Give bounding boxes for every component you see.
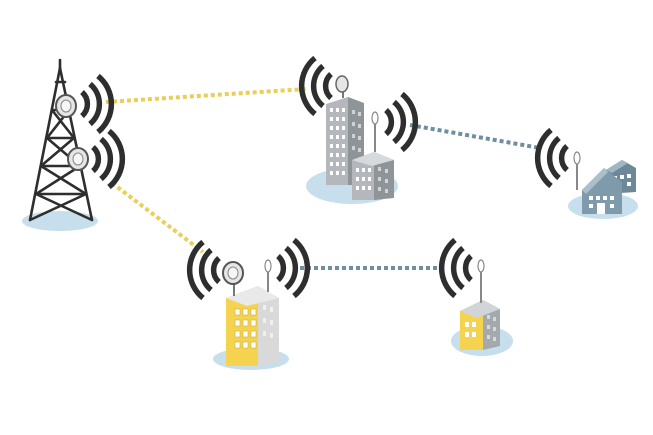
small-yellow-building-node xyxy=(438,237,513,356)
signal-waves-icon xyxy=(438,237,473,299)
suburban-homes-node xyxy=(534,127,638,219)
tower-dish-upper xyxy=(55,94,77,118)
office-buildings-icon xyxy=(326,97,394,200)
signal-waves-icon xyxy=(534,127,569,189)
signal-waves-icon xyxy=(298,55,333,117)
apartment-dish xyxy=(222,261,244,296)
links xyxy=(105,87,541,270)
office-cluster-node xyxy=(298,55,419,204)
tower-ground xyxy=(22,211,98,231)
signal-waves-icon xyxy=(91,128,126,190)
link-office-to-homes xyxy=(409,123,541,150)
signal-waves-icon xyxy=(276,237,311,299)
office-antenna xyxy=(371,111,379,152)
small-building-antenna xyxy=(477,259,485,303)
signal-waves-icon xyxy=(80,73,115,135)
signal-waves-icon xyxy=(384,91,419,153)
homes-antenna xyxy=(573,151,581,190)
office-dish xyxy=(335,75,349,98)
small-building-icon xyxy=(460,300,500,350)
signal-waves-icon xyxy=(186,239,221,301)
apartment-antenna xyxy=(264,259,272,292)
apartment-building-icon xyxy=(226,286,279,366)
cell-tower-icon xyxy=(28,58,94,222)
tower-dish-lower xyxy=(67,147,89,171)
houses-icon xyxy=(582,160,636,214)
link-tower-to-office xyxy=(105,87,307,104)
tower-node xyxy=(22,58,126,231)
link-tower-to-apartment xyxy=(110,181,205,254)
yellow-apartment-node xyxy=(186,237,311,370)
